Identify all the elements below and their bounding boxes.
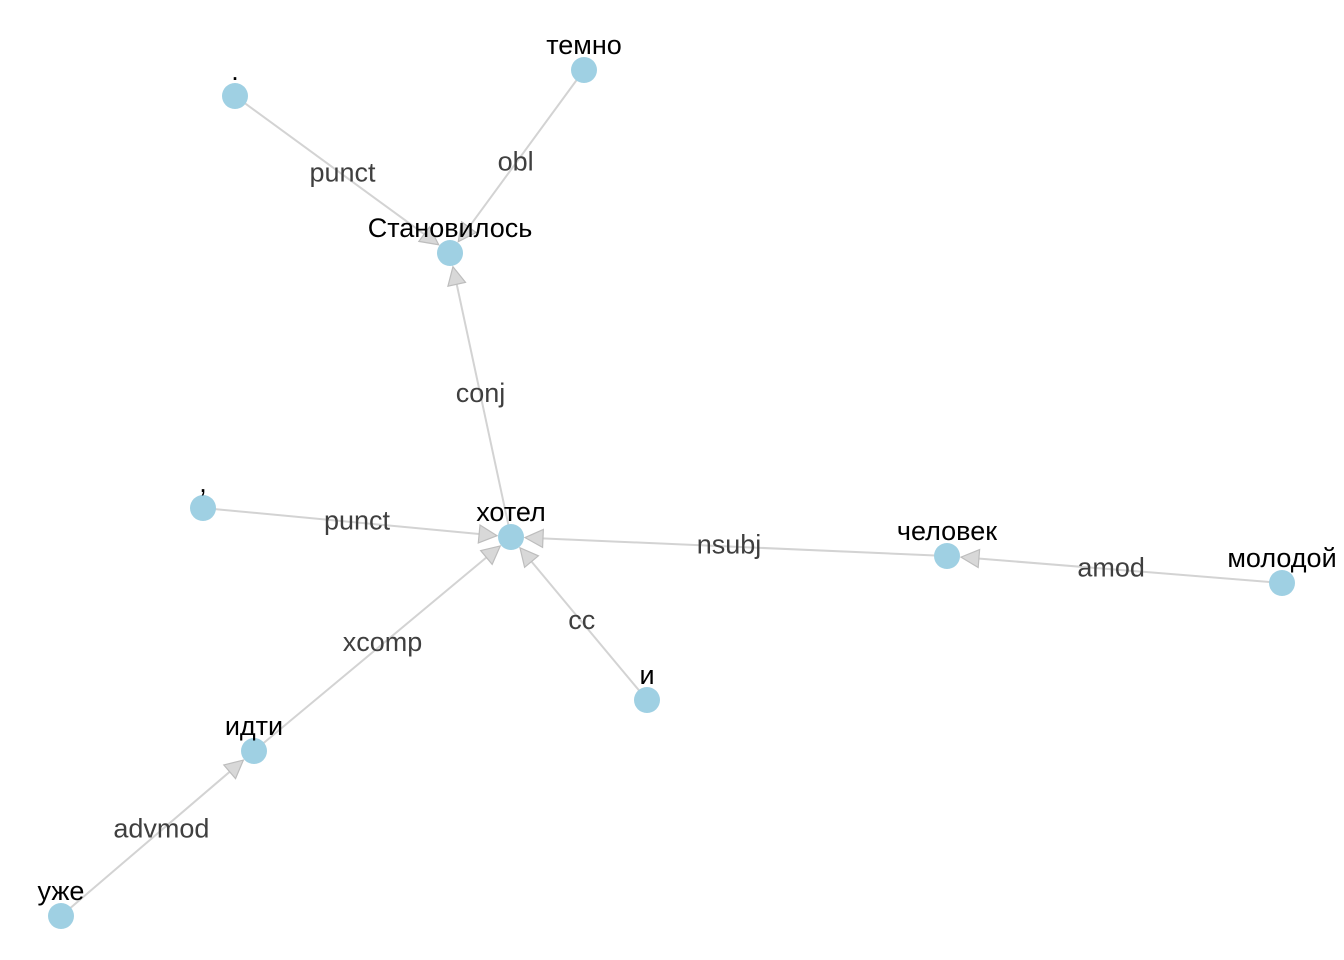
node-label: . — [231, 56, 239, 86]
node-period: . — [222, 56, 248, 109]
node-circle — [634, 687, 660, 713]
edge-line — [253, 554, 491, 752]
edge-advmod-advmod: advmod — [60, 759, 245, 917]
edge-label: advmod — [113, 813, 209, 843]
edge-arrowhead-icon — [417, 225, 440, 246]
edge-label: punct — [309, 158, 376, 188]
node-circle — [222, 83, 248, 109]
node-chelovek: человек — [897, 516, 997, 569]
edge-label: amod — [1077, 552, 1145, 582]
node-idti: идти — [225, 711, 283, 764]
edge-punct-punct_comma: punct — [202, 506, 499, 544]
node-uzhe: уже — [38, 876, 85, 929]
edge-obl-obl: obl — [457, 69, 585, 243]
node-hotel: хотел — [476, 497, 546, 550]
edge-nsubj-nsubj: nsubj — [523, 528, 948, 560]
edge-xcomp-xcomp: xcomp — [253, 545, 502, 752]
node-circle — [1269, 570, 1295, 596]
node-label: и — [639, 660, 654, 690]
edge-cc-cc: cc — [519, 546, 648, 701]
edge-label: nsubj — [697, 530, 762, 560]
edges-layer: punct obl conj punct nsubj amod cc xcomp advmod — [60, 69, 1283, 917]
node-circle — [437, 240, 463, 266]
node-stanovilos: Становилось — [368, 213, 533, 266]
edge-arrowhead-icon — [523, 528, 545, 549]
edge-amod-amod: amod — [959, 548, 1283, 584]
node-circle — [498, 524, 524, 550]
edge-label: xcomp — [343, 627, 423, 657]
edge-line — [465, 69, 585, 231]
node-label: , — [199, 468, 207, 498]
edge-line — [528, 557, 648, 701]
node-molodoy: молодой — [1227, 543, 1337, 596]
edge-label: conj — [456, 378, 506, 408]
edge-arrowhead-icon — [479, 545, 502, 566]
node-label: Становилось — [368, 213, 533, 243]
edge-punct-punct_period: punct — [234, 95, 440, 246]
node-label: хотел — [476, 497, 546, 527]
node-temno: темно — [546, 30, 622, 83]
edge-arrowhead-icon — [447, 265, 467, 287]
node-circle — [934, 543, 960, 569]
node-circle — [190, 495, 216, 521]
edge-label: punct — [324, 506, 391, 536]
node-label: молодой — [1227, 543, 1336, 573]
edge-conj-conj: conj — [447, 265, 512, 538]
node-circle — [48, 903, 74, 929]
edge-line — [454, 280, 512, 538]
node-comma: , — [190, 468, 216, 521]
nodes-layer: Становилось темно. хотел, человек молодой и ид… — [38, 30, 1337, 929]
edge-line — [60, 768, 234, 917]
edge-line — [538, 537, 948, 557]
node-circle — [571, 57, 597, 83]
edge-line — [202, 507, 484, 536]
node-label: уже — [38, 876, 85, 906]
edge-line — [974, 557, 1283, 584]
node-label: темно — [546, 30, 622, 60]
edge-arrowhead-icon — [477, 524, 499, 544]
edge-line — [234, 95, 428, 238]
node-label: человек — [897, 516, 997, 546]
node-circle — [241, 738, 267, 764]
edge-arrowhead-icon — [959, 548, 981, 569]
edge-arrowhead-icon — [457, 220, 478, 243]
node-label: идти — [225, 711, 283, 741]
edge-arrowhead-icon — [222, 759, 245, 780]
node-i: и — [634, 660, 660, 713]
edge-label: obl — [498, 146, 534, 176]
edge-label: cc — [568, 605, 595, 635]
edge-arrowhead-icon — [519, 546, 540, 569]
